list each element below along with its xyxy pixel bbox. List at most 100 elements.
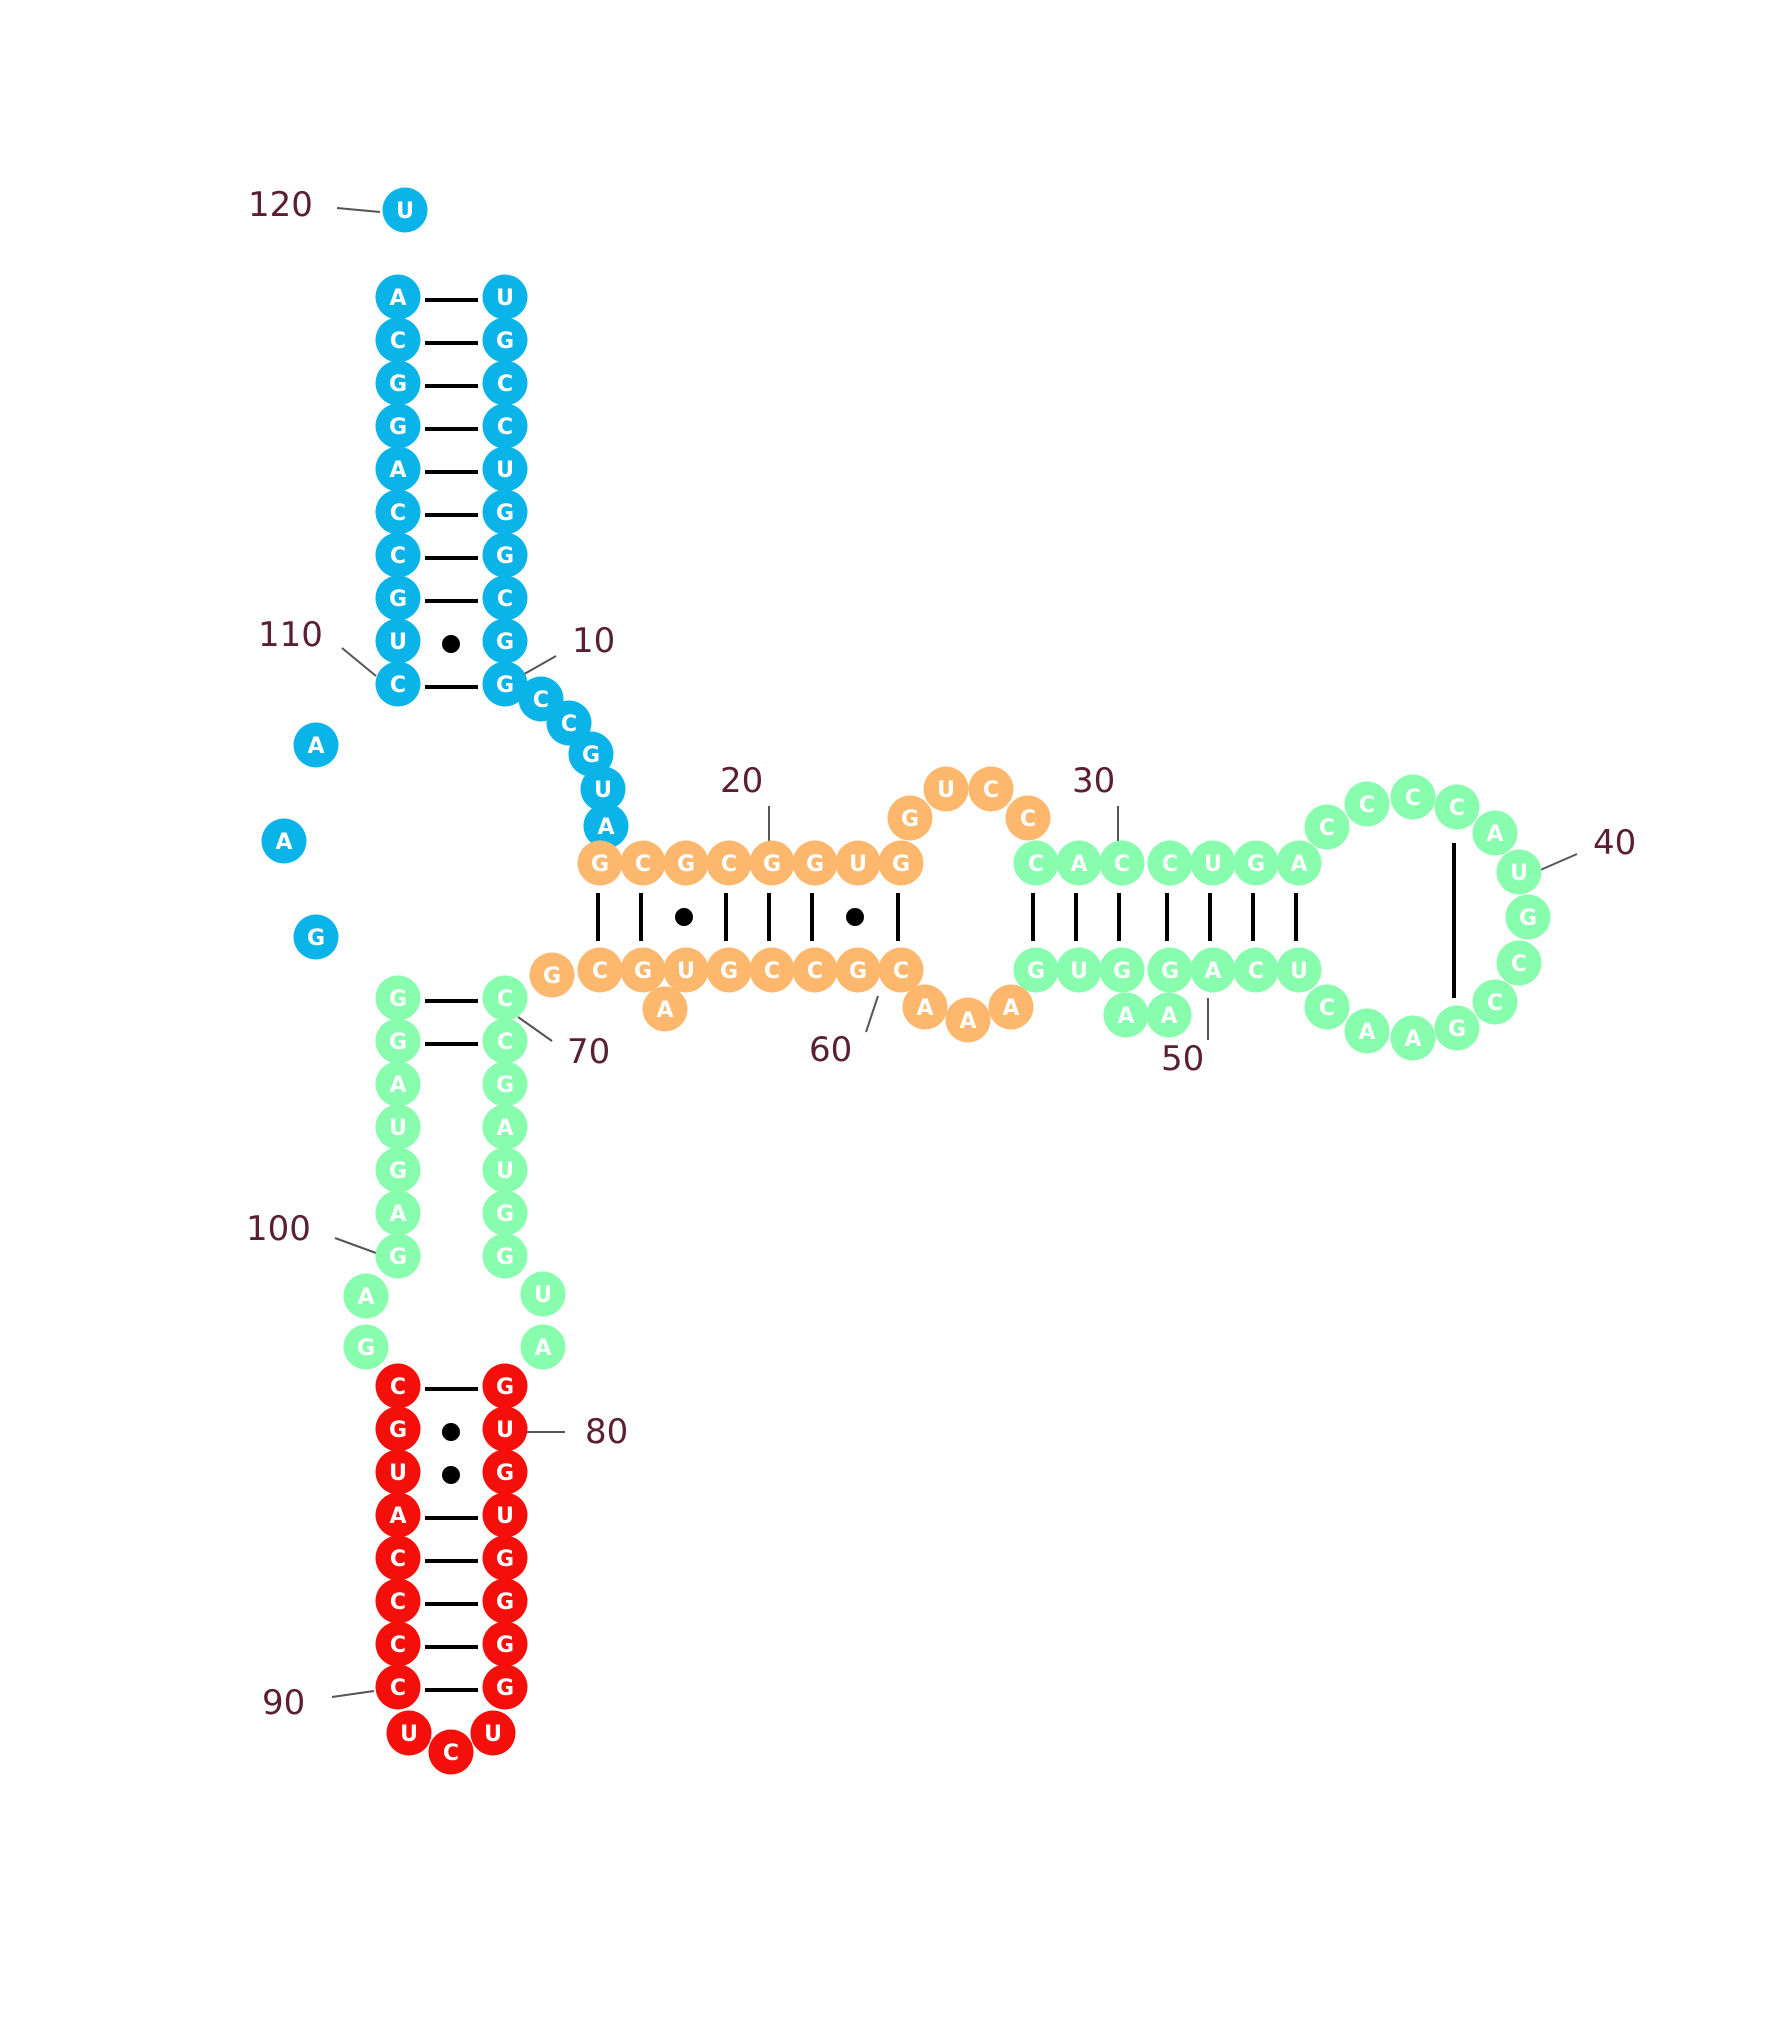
nucleotide-a: A — [945, 997, 991, 1043]
position-label-80: 80 — [585, 1412, 628, 1452]
nucleotide-letter: G — [1247, 852, 1265, 877]
nucleotide-circle — [375, 1664, 421, 1710]
nucleotide-circle — [878, 840, 924, 886]
nucleotide-letter: U — [849, 852, 867, 877]
nucleotide-letter: G — [496, 1676, 514, 1701]
nucleotide-letter: A — [1358, 1020, 1375, 1045]
nucleotide-g: G — [1505, 894, 1551, 940]
nucleotide-letter: C — [390, 1547, 406, 1572]
nucleotide-letter: C — [390, 1633, 406, 1658]
wobble-pair-dot — [675, 908, 693, 926]
nucleotide-letter: C — [893, 959, 909, 984]
nucleotide-circle — [375, 360, 421, 406]
nucleotide-circle — [375, 317, 421, 363]
nucleotide-c: C — [1005, 795, 1051, 841]
nucleotide-letter: U — [400, 1722, 418, 1747]
nucleotide-u: U — [482, 274, 528, 320]
nucleotide-u: U — [835, 840, 881, 886]
position-leader-line — [865, 995, 879, 1033]
nucleotide-u: U — [470, 1710, 516, 1756]
nucleotide-letter: A — [1117, 1004, 1134, 1029]
nucleotide-letter: G — [1113, 959, 1131, 984]
nucleotide-a: A — [293, 722, 339, 768]
nucleotide-u: U — [375, 1449, 421, 1495]
nucleotide-letter: G — [892, 852, 910, 877]
nucleotide-letter: C — [1359, 793, 1375, 818]
nucleotide-letter: A — [1404, 1027, 1421, 1052]
nucleotide-g: G — [529, 952, 575, 998]
nucleotide-letter: A — [275, 830, 292, 855]
nucleotide-a: A — [375, 446, 421, 492]
nucleotide-circle — [988, 984, 1034, 1030]
position-label-120: 120 — [248, 185, 313, 225]
nucleotide-circle — [1146, 992, 1192, 1038]
position-leader-line — [1537, 853, 1578, 872]
nucleotide-letter: A — [534, 1336, 551, 1361]
nucleotide-circle — [482, 1104, 528, 1150]
nucleotide-circle — [375, 1535, 421, 1581]
nucleotide-c: C — [375, 1578, 421, 1624]
nucleotide-circle — [482, 1018, 528, 1064]
nucleotide-circle — [482, 1449, 528, 1495]
nucleotide-a: A — [261, 818, 307, 864]
nucleotide-c: C — [1472, 979, 1518, 1025]
nucleotide-letter: G — [307, 926, 325, 951]
nucleotide-circle — [529, 952, 575, 998]
nucleotide-letter: G — [496, 1547, 514, 1572]
nucleotide-letter: G — [1161, 959, 1179, 984]
nucleotide-letter: C — [497, 987, 513, 1012]
nucleotide-circle — [482, 1233, 528, 1279]
nucleotide-circle — [375, 575, 421, 621]
nucleotide-circle — [1005, 795, 1051, 841]
nucleotide-g: G — [482, 1363, 528, 1409]
nucleotide-circle — [1390, 774, 1436, 820]
nucleotide-circle — [482, 1190, 528, 1236]
nucleotide-letter: A — [1002, 996, 1019, 1021]
nucleotide-letter: G — [1027, 959, 1045, 984]
nucleotide-circle — [482, 1363, 528, 1409]
nucleotide-g: G — [620, 947, 666, 993]
nucleotide-letter: U — [496, 458, 514, 483]
nucleotide-circle — [375, 1190, 421, 1236]
nucleotide-letter: G — [582, 743, 600, 768]
nucleotide-a: A — [1344, 1008, 1390, 1054]
nucleotide-circle — [482, 1535, 528, 1581]
nucleotide-a: A — [375, 274, 421, 320]
nucleotide-letter: C — [1020, 807, 1036, 832]
nucleotide-circle — [375, 532, 421, 578]
nucleotide-a: A — [520, 1324, 566, 1370]
nucleotide-a: A — [482, 1104, 528, 1150]
nucleotide-circle — [583, 803, 629, 849]
nucleotide-g: G — [482, 1621, 528, 1667]
nucleotide-a: A — [1390, 1015, 1436, 1061]
nucleotide-letter: G — [591, 852, 609, 877]
nucleotide-c: C — [375, 661, 421, 707]
nucleotide-letter: A — [389, 1504, 406, 1529]
nucleotide-circle — [1472, 810, 1518, 856]
nucleotide-c: C — [1390, 774, 1436, 820]
nucleotide-letter: U — [677, 959, 695, 984]
nucleotide-g: G — [749, 840, 795, 886]
nucleotide-letter: U — [496, 1504, 514, 1529]
nucleotide-c: C — [482, 403, 528, 449]
nucleotide-c: C — [482, 575, 528, 621]
nucleotide-circle — [923, 766, 969, 812]
nucleotide-circle — [663, 840, 709, 886]
nucleotide-letter: G — [389, 587, 407, 612]
nucleotide-circle — [375, 618, 421, 664]
nucleotide-a: A — [1276, 840, 1322, 886]
nucleotide-circle — [1013, 947, 1059, 993]
nucleotide-circle — [482, 1147, 528, 1193]
nucleotide-letter: U — [396, 199, 414, 224]
nucleotide-a: A — [583, 803, 629, 849]
nucleotide-letter: A — [496, 1116, 513, 1141]
position-leader-line — [518, 655, 557, 678]
nucleotide-letter: U — [496, 1418, 514, 1443]
nucleotide-g: G — [375, 1406, 421, 1452]
nucleotide-g: G — [482, 1061, 528, 1107]
nucleotide-g: G — [706, 947, 752, 993]
position-label-110: 110 — [258, 615, 323, 655]
position-leader-line — [341, 647, 377, 677]
nucleotide-a: A — [1190, 947, 1236, 993]
nucleotide-circle — [878, 947, 924, 993]
